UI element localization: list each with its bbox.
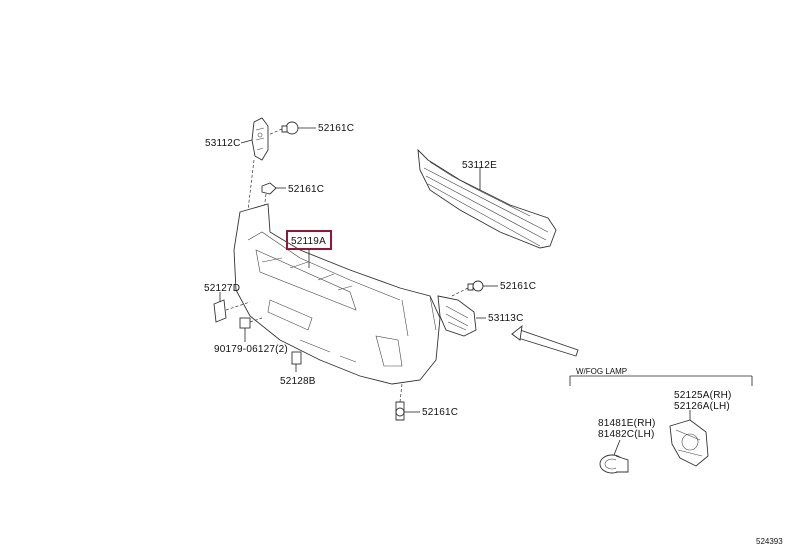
label-52161c-second[interactable]: 52161C: [288, 184, 324, 195]
label-52119a[interactable]: 52119A: [291, 236, 326, 247]
fog-cover-53113c-drawing: [437, 295, 486, 337]
label-fog-group-title: W/FOG LAMP: [576, 367, 627, 376]
bumper-cover-drawing: [233, 203, 441, 385]
clip-52161c-second-drawing: [261, 182, 286, 211]
bracket-53112c-drawing: [247, 117, 269, 211]
fog-lamp-drawing: [599, 439, 629, 474]
retainer-52128b-drawing: [291, 351, 302, 372]
label-52161c-bottom[interactable]: 52161C: [422, 407, 458, 418]
screw-90179-drawing: [239, 317, 263, 342]
label-53112e[interactable]: 53112E: [462, 160, 497, 171]
fog-lamp-cover-drawing: [669, 410, 709, 467]
grille-53112e-drawing: [417, 148, 557, 249]
label-81482c[interactable]: 81482C(LH): [598, 429, 654, 440]
clip-52161c-top-drawing: [267, 121, 316, 136]
clip-52161c-bottom-drawing: [395, 383, 420, 421]
diagram-number: 524393: [756, 537, 783, 546]
label-53113c[interactable]: 53113C: [488, 313, 524, 324]
bracket-52127d-drawing: [213, 292, 251, 323]
fog-lamp-group-bracket: [569, 375, 753, 386]
clip-52161c-side-drawing: [451, 280, 498, 297]
label-53112c[interactable]: 53112C: [205, 138, 241, 149]
label-52127d[interactable]: 52127D: [204, 283, 240, 294]
label-81481e[interactable]: 81481E(RH): [598, 418, 656, 429]
label-52128b[interactable]: 52128B: [280, 376, 316, 387]
label-52126a[interactable]: 52126A(LH): [674, 401, 730, 412]
label-52125a[interactable]: 52125A(RH): [674, 390, 732, 401]
label-52161c-top[interactable]: 52161C: [318, 123, 354, 134]
view-arrow: [511, 324, 579, 357]
label-52161c-side[interactable]: 52161C: [500, 281, 536, 292]
label-90179-06127[interactable]: 90179-06127(2): [214, 344, 288, 355]
